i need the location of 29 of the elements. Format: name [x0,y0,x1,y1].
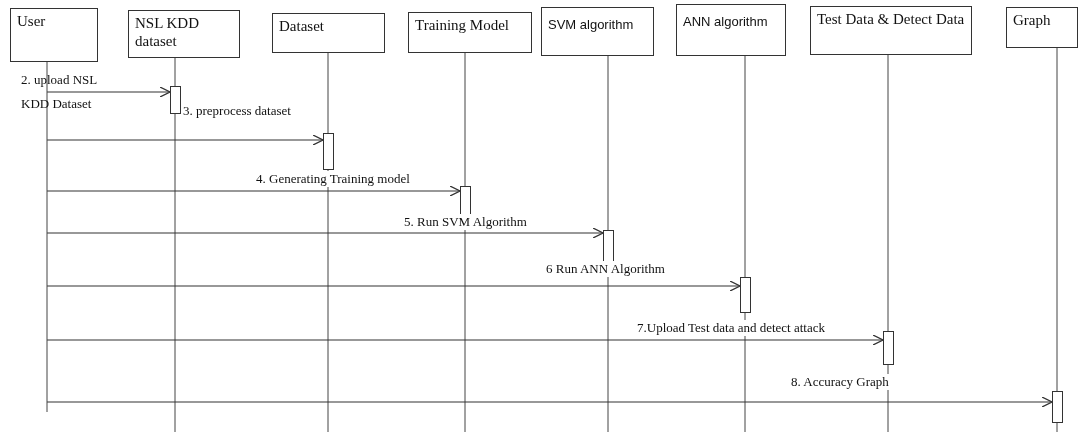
participant-box: User [10,8,98,62]
participant-box: Dataset [272,13,385,53]
activation-bar [460,186,471,215]
participant-box: Test Data & Detect Data [810,6,972,55]
activation-bar [1052,391,1063,423]
message-arrow [46,86,171,98]
message-arrow [46,134,324,146]
activation-bar [883,331,894,365]
edge-label: 7.Upload Test data and detect attack [636,320,826,336]
edge-label: 3. preprocess dataset [182,103,292,119]
participant-box: Training Model [408,12,532,53]
activation-bar [603,230,614,262]
edge-label: 4. Generating Training model [255,171,411,187]
participant-box: ANN algorithm [676,4,786,56]
activation-bar [170,86,181,114]
activation-bar [323,133,334,170]
message-arrow [46,280,741,292]
participant-box: SVM algorithm [541,7,654,56]
edge-label: 6 Run ANN Algorithm [545,261,666,277]
message-arrow [46,227,604,239]
message-arrow [46,396,1053,408]
edge-label: 5. Run SVM Algorithm [403,214,528,230]
message-arrow [46,334,884,346]
edge-label: 8. Accuracy Graph [790,374,890,390]
participant-box: NSL KDD dataset [128,10,240,58]
message-arrow [46,185,461,197]
activation-bar [740,277,751,313]
participant-box: Graph [1006,7,1078,48]
edge-label: 2. upload NSL KDD Dataset [20,71,98,113]
